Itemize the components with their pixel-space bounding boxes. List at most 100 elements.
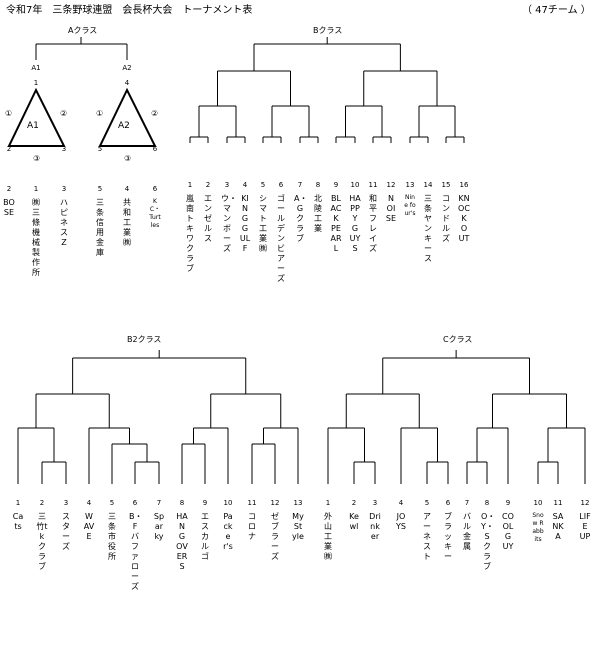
b-class-team-number: 10 <box>350 181 360 189</box>
b-class-team-number: 16 <box>459 181 469 189</box>
a2-group-name: A2 <box>118 121 130 131</box>
b-class-team-name: KNOCK OUT <box>458 194 470 243</box>
b2-class-team-number: 3 <box>63 499 69 507</box>
a2-match-2: ② <box>151 109 159 118</box>
b2-class-team-name: My Style <box>292 512 304 541</box>
a-class-team-name: KC・Turtles <box>149 198 161 229</box>
c-class-team-name: バル金属 <box>463 512 471 551</box>
a1-match-3: ③ <box>33 154 41 163</box>
a2-slot-label: A2 <box>122 64 132 72</box>
a2-vertex-left: 5 <box>97 145 103 153</box>
b-class-team-number: 1 <box>187 181 193 189</box>
a-class-team-name: 三条信用金庫 <box>96 198 104 257</box>
b2-class-team-name: スターズ <box>62 512 70 551</box>
b2-class-team-name: WAVE <box>83 512 95 541</box>
b-class-team-name: ゴールデンビアーズ <box>277 194 285 283</box>
b-class-team-name: 和平フレイズ <box>369 194 377 253</box>
c-class-team-name: ブラッキー <box>444 512 452 561</box>
b-class-team-number: 5 <box>260 181 266 189</box>
b2-class-header: B2クラス <box>127 335 162 344</box>
b-class-team-name: シマト工業㈱ <box>259 194 267 253</box>
a-class-team-number: 6 <box>152 185 158 193</box>
b-class-team-number: 7 <box>297 181 303 189</box>
a2-vertex-top: 4 <box>124 79 130 87</box>
c-class-team-name: アーネスト <box>423 512 431 561</box>
b2-class-team-name: Sparky <box>153 512 165 541</box>
b-class-team-number: 3 <box>224 181 230 189</box>
b2-class-team-name: Cats <box>12 512 24 531</box>
b-class-team-number: 14 <box>423 181 433 189</box>
b-class-team-number: 15 <box>441 181 451 189</box>
a2-vertex-right: 6 <box>152 145 158 153</box>
b-class-team-number: 13 <box>405 181 415 189</box>
b-class-header: Bクラス <box>313 26 343 35</box>
page-title: 令和7年 三条野球連盟 会長杯大会 トーナメント表 <box>6 5 253 16</box>
b-class-team-name: HAPPY GUYS <box>349 194 361 253</box>
c-class-team-number: 11 <box>553 499 563 507</box>
c-class-team-number: 9 <box>505 499 511 507</box>
c-class-header: Cクラス <box>443 335 473 344</box>
b2-class-team-number: 2 <box>39 499 45 507</box>
a-class-team-name: ㈱三條機械製作所 <box>32 198 40 277</box>
b2-class-team-number: 8 <box>179 499 185 507</box>
b2-class-team-number: 4 <box>86 499 92 507</box>
b-class-team-name: 北陵工業 <box>314 194 322 233</box>
b-class-team-name: KING GULF <box>239 194 251 253</box>
b-class-team-name: 三条ヤンキース <box>424 194 432 263</box>
b-class-team-number: 8 <box>315 181 321 189</box>
c-class-team-number: 8 <box>484 499 490 507</box>
b2-class-team-name: Packer's <box>223 512 233 551</box>
round-robin-triangle <box>98 87 157 147</box>
c-class-team-name: Snow Rabbits <box>532 512 544 543</box>
a1-vertex-right: 3 <box>61 145 67 153</box>
c-class-team-name: Drinker <box>369 512 381 541</box>
a2-match-3: ③ <box>124 154 132 163</box>
a1-match-1: ① <box>5 109 13 118</box>
b-class-team-name: 嵐南トキワクラブ <box>186 194 194 273</box>
a-class-team-name: 共和工業㈱ <box>123 198 131 247</box>
b-class-team-name: Nine four's <box>404 194 416 217</box>
a-class-team-number: 2 <box>6 185 12 193</box>
b-class-team-number: 11 <box>368 181 378 189</box>
b-class-team-name: A・Gクラブ <box>294 194 308 243</box>
c-class-team-number: 3 <box>372 499 378 507</box>
b2-class-team-name: エスカルゴ <box>201 512 209 561</box>
b2-class-team-number: 7 <box>156 499 162 507</box>
a-class-team-number: 3 <box>61 185 67 193</box>
b-class-team-name: ウ・マンボーズ <box>221 194 237 253</box>
b2-class-team-name: 三竹tkクラブ <box>36 512 48 571</box>
team-count: （ 47チーム ） <box>522 5 591 16</box>
round-robin-triangle <box>7 87 66 147</box>
a-class-header: Aクラス <box>68 26 98 35</box>
b2-class-team-number: 11 <box>247 499 257 507</box>
a2-match-1: ① <box>96 109 104 118</box>
a-class-team-name: BOSE <box>3 198 15 217</box>
b2-class-team-number: 1 <box>15 499 21 507</box>
c-class-team-name: JOYS <box>396 512 406 531</box>
a1-slot-label: A1 <box>31 64 41 72</box>
b-class-team-name: BLACK PEARL <box>330 194 342 253</box>
a1-vertex-top: 1 <box>33 79 39 87</box>
c-class-team-name: O・Y・Sクラブ <box>481 512 496 571</box>
a1-match-2: ② <box>60 109 68 118</box>
c-class-team-number: 2 <box>351 499 357 507</box>
a-class-team-number: 5 <box>97 185 103 193</box>
b2-class-team-name: HANGOVERS <box>176 512 188 571</box>
c-class-team-number: 12 <box>580 499 590 507</box>
b-class-team-name: コンドルズ <box>442 194 450 243</box>
b-class-team-number: 4 <box>242 181 248 189</box>
c-class-team-number: 5 <box>424 499 430 507</box>
a-class-team-number: 1 <box>33 185 39 193</box>
b-class-team-number: 9 <box>333 181 339 189</box>
b-class-team-number: 2 <box>205 181 211 189</box>
b2-class-team-number: 6 <box>132 499 138 507</box>
b2-class-team-name: 三条市役所 <box>108 512 116 561</box>
b-class-team-name: エンゼルス <box>204 194 212 243</box>
c-class-team-number: 6 <box>445 499 451 507</box>
c-class-team-name: COOL GUY <box>502 512 514 551</box>
a1-vertex-left: 2 <box>6 145 12 153</box>
b2-class-team-number: 5 <box>109 499 115 507</box>
b2-class-team-number: 9 <box>202 499 208 507</box>
b-class-team-number: 12 <box>386 181 396 189</box>
